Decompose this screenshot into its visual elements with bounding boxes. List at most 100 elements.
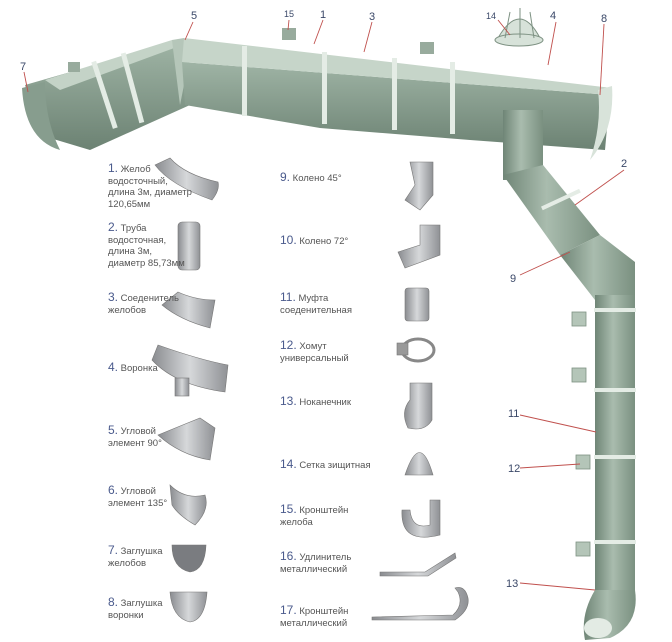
part-label-8: 8. Заглушка воронки [108, 595, 170, 621]
callout-5: 5 [191, 10, 197, 22]
part-text: Желоб водосточный, длина 3м, диаметр 120… [108, 164, 192, 210]
part-coupling-icon [404, 287, 430, 322]
part-label-3: 3. Соеденитель желобов [108, 290, 183, 316]
part-text: Заглушка воронки [108, 598, 163, 621]
part-outlet-icon [404, 382, 433, 430]
part-thumbnails [151, 157, 469, 623]
part-label-5: 5. Угловой элемент 90° [108, 423, 173, 449]
pipe-clamps [571, 311, 591, 557]
part-number: 11. [280, 290, 296, 304]
part-number: 12. [280, 338, 297, 352]
part-text: Соеденитель желобов [108, 293, 179, 316]
part-leaf-guard-icon [404, 452, 434, 476]
part-gutter-bracket-icon [401, 499, 441, 538]
part-number: 5. [108, 423, 119, 437]
part-text: Угловой элемент 135° [108, 486, 168, 509]
part-number: 10. [280, 233, 297, 247]
gutter-back-left [45, 40, 185, 90]
part-funnel-outlet-icon [174, 377, 190, 397]
part-text: Воронка [120, 363, 158, 374]
part-text: Угловой элемент 90° [108, 426, 162, 449]
pipe-slanted [560, 235, 635, 300]
part-metal-bracket-icon [371, 587, 469, 621]
part-text: Муфта соеденительная [280, 293, 352, 316]
callout-9: 9 [510, 273, 516, 285]
part-label-16: 16. Удлинитель металлический [280, 549, 365, 575]
part-text: Удлинитель металлический [280, 552, 352, 575]
part-label-13: 13. Ноканечник [280, 394, 380, 409]
part-label-4: 4. Воронка [108, 360, 183, 375]
part-label-12: 12. Хомут универсальный [280, 338, 360, 364]
callout-1: 1 [320, 9, 326, 21]
part-text: Сетка зищитная [299, 460, 371, 471]
part-number: 7. [108, 543, 119, 557]
callout-8: 8 [601, 13, 607, 25]
part-label-2: 2. Труба водосточная, длина 3м, диаметр … [108, 220, 188, 269]
part-label-10: 10. Колено 72° [280, 233, 380, 248]
part-label-7: 7. Заглушка желобов [108, 543, 170, 569]
part-label-14: 14. Сетка зищитная [280, 457, 390, 472]
callout-3: 3 [369, 11, 375, 23]
part-label-9: 9. Колено 45° [280, 170, 380, 185]
part-metal-extender-icon [379, 552, 457, 577]
part-number: 8. [108, 595, 119, 609]
part-cap-funnel-icon [169, 591, 208, 623]
pipe-joint-bands [541, 188, 636, 544]
part-label-6: 6. Угловой элемент 135° [108, 483, 173, 509]
part-text: Ноканечник [299, 397, 351, 408]
gutter-end-cap-left [22, 82, 60, 150]
part-number: 14. [280, 457, 297, 471]
pipe-vertical [595, 295, 635, 595]
callout-7: 7 [20, 61, 26, 73]
part-clamp-bracket-icon [396, 342, 409, 356]
part-label-11: 11. Муфта соеденительная [280, 290, 360, 316]
part-gutter-icon [154, 157, 219, 201]
gutter-brackets [68, 28, 434, 72]
part-text: Колено 72° [299, 236, 349, 247]
part-number: 1. [108, 161, 119, 175]
leaf-guard-14 [494, 8, 544, 47]
part-label-1: 1. Желоб водосточный, длина 3м, диаметр … [108, 161, 193, 210]
elbow-45-upper [503, 165, 600, 255]
part-angle-90-icon [157, 417, 216, 461]
callout-13: 13 [506, 578, 518, 590]
funnel-outlet [503, 110, 543, 150]
part-text: Хомут универсальный [280, 341, 349, 364]
part-pipe-icon [177, 221, 201, 271]
gutter-left-section [25, 42, 190, 150]
part-number: 13. [280, 394, 297, 408]
part-angle-135-icon [169, 484, 207, 526]
downpipe-assembly [503, 110, 636, 640]
part-label-15: 15. Кронштейн желоба [280, 502, 350, 528]
gutter-end-cap-right [590, 86, 613, 160]
part-label-17: 17. Кронштейн металлический [280, 603, 360, 629]
part-number: 6. [108, 483, 119, 497]
part-number: 17. [280, 603, 297, 617]
part-number: 15. [280, 502, 297, 516]
callout-12: 12 [508, 463, 520, 475]
callout-15: 15 [284, 9, 294, 19]
part-cap-gutter-icon [171, 544, 207, 573]
part-number: 9. [280, 170, 291, 184]
callout-4: 4 [550, 10, 556, 22]
part-elbow-45-icon [404, 161, 434, 211]
callout-11: 11 [508, 408, 519, 420]
callout-2: 2 [621, 158, 627, 170]
part-number: 16. [280, 549, 297, 563]
part-text: Труба водосточная, длина 3м, диаметр 85,… [108, 223, 185, 269]
part-text: Заглушка желобов [108, 546, 163, 569]
part-text: Кронштейн металлический [280, 606, 349, 629]
part-number: 2. [108, 220, 119, 234]
pipe-outlet-opening [584, 618, 612, 638]
callout-numbers: 7 5 15 1 3 14 4 8 2 9 11 12 13 [20, 9, 627, 590]
callout-lines [23, 19, 625, 591]
part-connector-icon [161, 291, 216, 329]
callout-14: 14 [486, 11, 496, 21]
part-funnel-icon [151, 344, 229, 393]
part-elbow-72-icon [397, 224, 441, 269]
part-number: 4. [108, 360, 119, 374]
part-number: 3. [108, 290, 119, 304]
part-text: Колено 45° [292, 173, 342, 184]
part-text: Кронштейн желоба [280, 505, 349, 528]
